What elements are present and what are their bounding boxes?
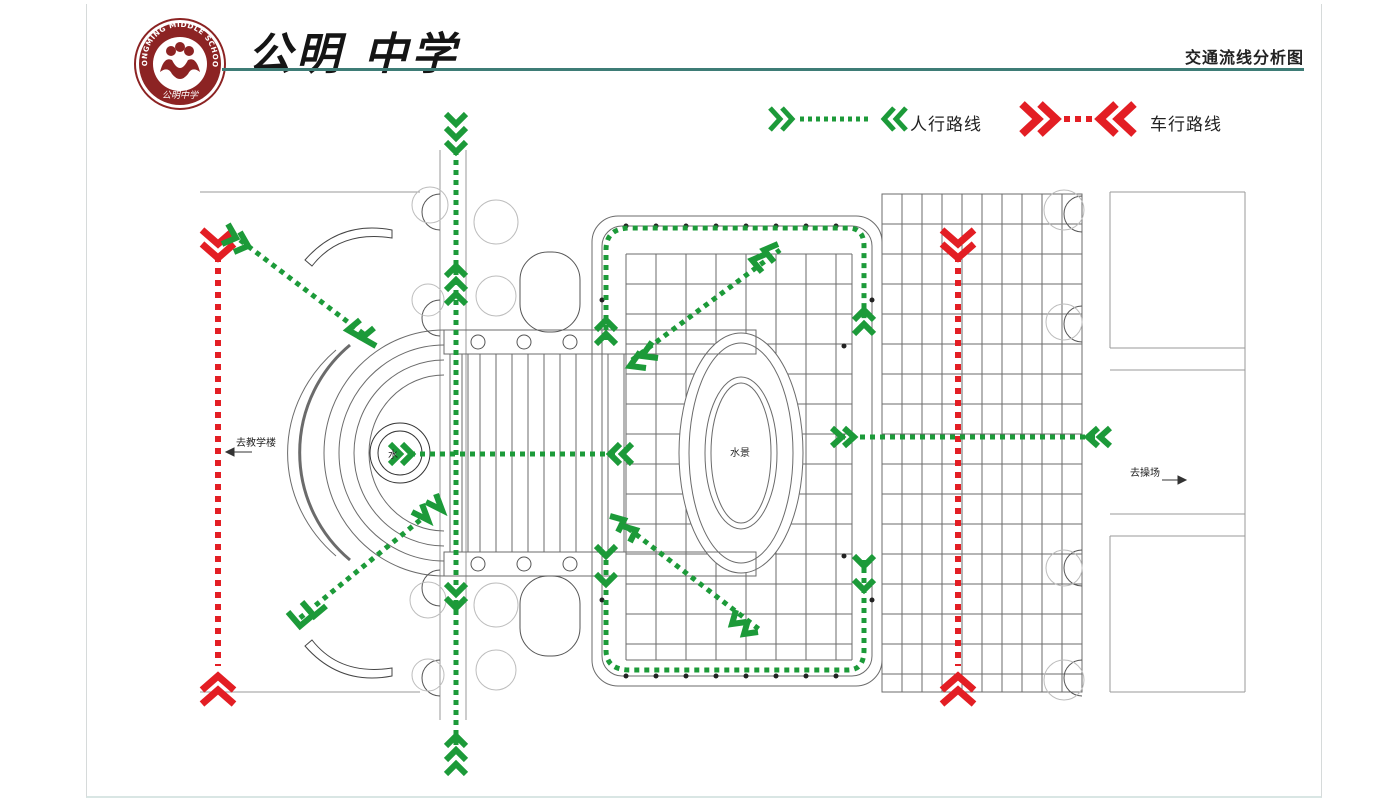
school-name: 公明 中学 [248,29,460,80]
legend-vehicle-label: 车行路线 [1150,115,1222,135]
direction-arrows [224,447,1188,485]
header-rule [222,68,1304,71]
amphitheatre [287,329,445,577]
school-logo: GONGMING MIDDLE SCHOOL 公明中学 [134,18,226,110]
label-to-teaching-building: 去教学楼 [236,438,276,449]
site-outline [200,150,1246,720]
label-water-feature: 水景 [730,448,750,459]
logo-inner-text: 公明中学 [162,90,199,101]
deck-planters [470,334,578,572]
label-small-water: 水 [388,450,398,461]
curved-benches [304,227,393,679]
page-frame [86,4,1322,798]
legend-pedestrian-symbol [768,106,908,132]
side-planters [421,193,1083,697]
pedestrian-chevrons [220,111,1113,777]
legend-pedestrian-label: 人行路线 [910,115,982,135]
plaza-bollards [599,223,875,679]
vehicle-route [199,227,977,707]
east-grid-plaza [881,193,1083,693]
legend-symbols [768,101,1137,137]
label-to-playground: 去操场 [1130,468,1160,479]
page-title: 交通流线分析图 [1184,48,1304,67]
legend-vehicle-symbol [1019,101,1137,137]
oval-water-feature [678,332,804,574]
trees [409,186,1085,701]
